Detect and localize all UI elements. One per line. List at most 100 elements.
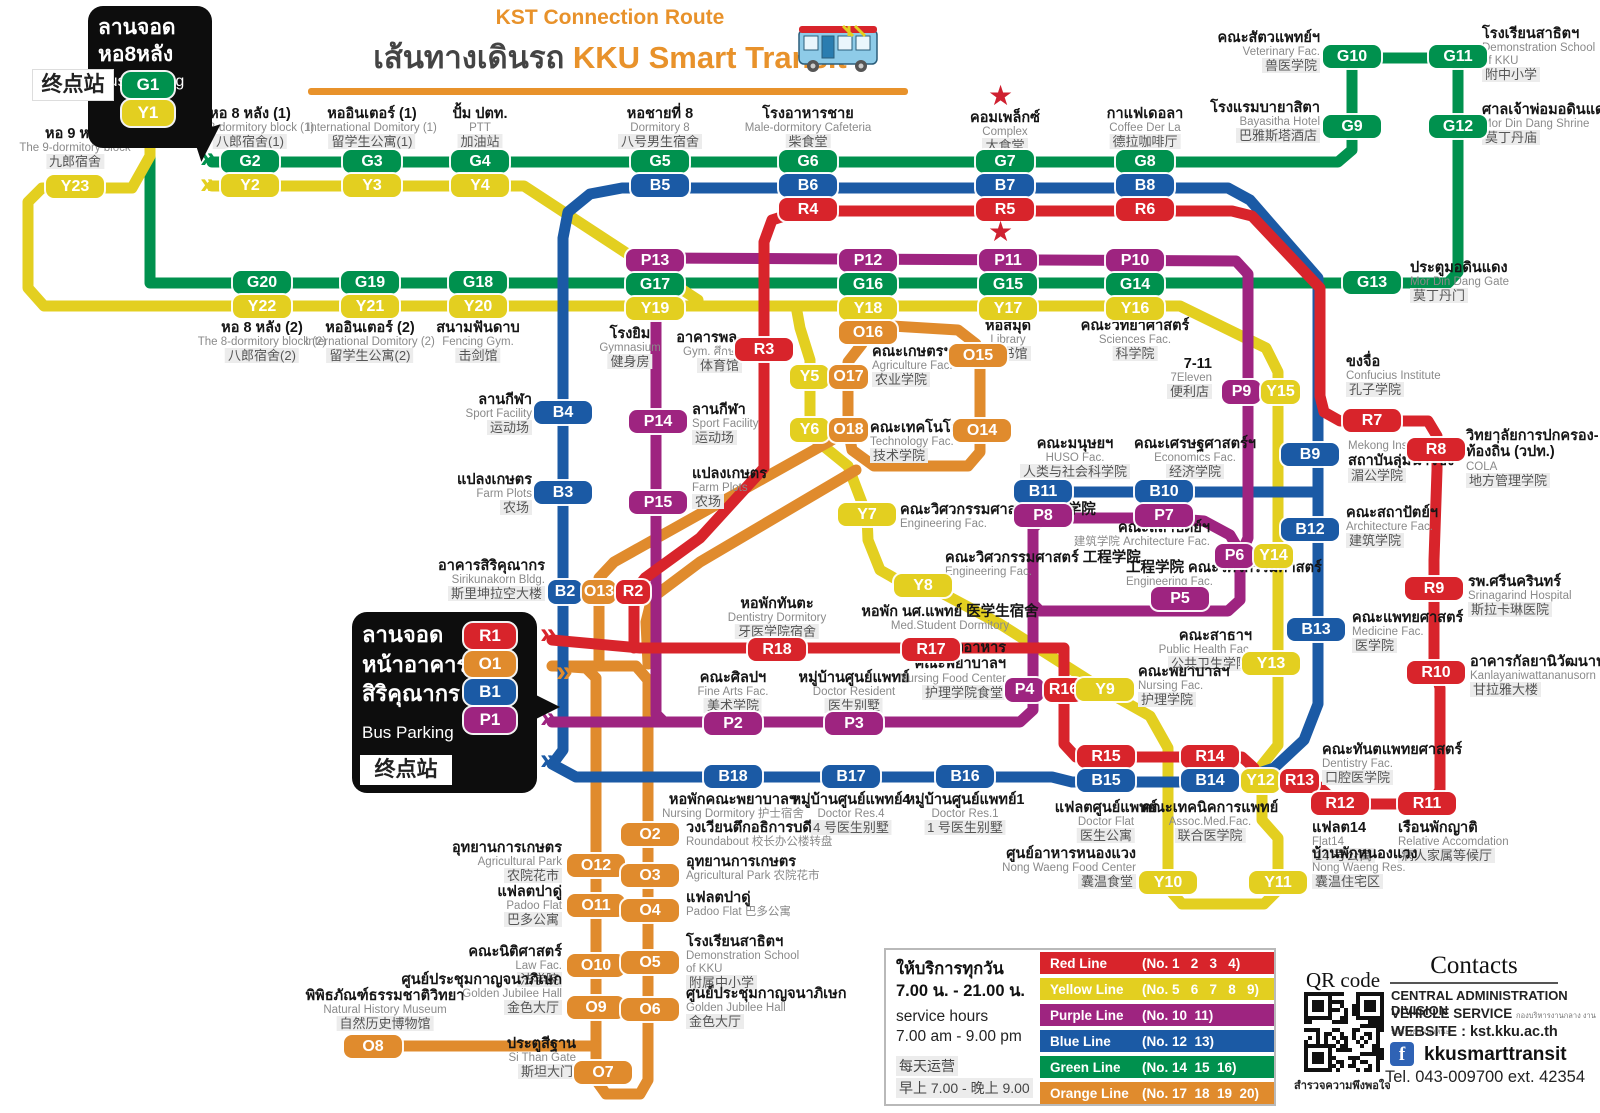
station-badge-r12: R12 bbox=[1311, 792, 1369, 815]
parking2-thai: ลานจอดหน้าอาคารสิริคุณากร bbox=[362, 622, 469, 707]
station-badge-b17: B17 bbox=[822, 765, 880, 788]
station-badge-p10: P10 bbox=[1106, 249, 1164, 272]
station-badge-o18: O18 bbox=[829, 418, 868, 442]
station-label: หอ 8 หลัง (1)The 8-dormitory block (1)八郎… bbox=[185, 106, 315, 150]
station-badge-b6: B6 bbox=[779, 174, 837, 197]
station-badge-g2: G2 bbox=[221, 150, 279, 173]
legend-entry-green: Green Line(No. 14 15 16) bbox=[1040, 1056, 1274, 1078]
parking1-thai: ลานจอดหอ8หลัง bbox=[98, 16, 176, 67]
title-thai: เส้นทางเดินรถ bbox=[373, 40, 573, 75]
station-badge-y5: Y5 bbox=[790, 365, 829, 389]
qr-code bbox=[1304, 992, 1384, 1072]
station-badge-r13: R13 bbox=[1280, 769, 1319, 793]
parking-badge-o1: O1 bbox=[464, 651, 516, 677]
station-badge-r5: R5 bbox=[976, 198, 1034, 221]
station-badge-r9: R9 bbox=[1405, 577, 1463, 600]
station-badge-o6: O6 bbox=[621, 998, 679, 1021]
service-hours-chinese-2: 早上 7.00 - 晚上 9.00 bbox=[896, 1078, 1033, 1098]
station-label: หออินเตอร์ (1)International Domitory (1)… bbox=[307, 106, 437, 150]
station-badge-y17: Y17 bbox=[979, 297, 1037, 320]
station-badge-g3: G3 bbox=[343, 150, 401, 173]
station-label: คณะวิทยาศาสตร์Sciences Fac.科学院 bbox=[1080, 318, 1190, 362]
station-badge-r18: R18 bbox=[748, 638, 806, 661]
station-badge-b5: B5 bbox=[631, 174, 689, 197]
station-label: อาคารกัลยานิวัฒนานุสรณ์Kanlayaniwattanan… bbox=[1470, 654, 1600, 698]
station-badge-y21: Y21 bbox=[341, 295, 399, 318]
station-badge-r7: R7 bbox=[1343, 409, 1401, 432]
station-label: คณะแพทยศาสตร์Medicine Fac.医学院 bbox=[1352, 610, 1464, 654]
station-badge-o3: O3 bbox=[621, 864, 679, 887]
direction-chevron-icon-yellow: » bbox=[200, 167, 217, 200]
station-badge-b16: B16 bbox=[936, 765, 994, 788]
station-badge-r10: R10 bbox=[1407, 661, 1465, 684]
route-orange-line bbox=[546, 660, 654, 1100]
star-icon: ★ bbox=[988, 216, 1014, 247]
station-badge-b15: B15 bbox=[1077, 769, 1135, 792]
service-hours-thai-1: ให้บริการทุกวัน bbox=[896, 960, 1004, 978]
station-badge-y19: Y19 bbox=[626, 297, 684, 320]
station-badge-p14: P14 bbox=[629, 410, 687, 433]
parking2-pointer bbox=[534, 694, 560, 720]
direction-chevron-icon-orange: » bbox=[556, 655, 573, 688]
station-badge-r2: R2 bbox=[616, 580, 650, 604]
station-badge-g8: G8 bbox=[1116, 150, 1174, 173]
station-badge-b10: B10 bbox=[1135, 480, 1193, 503]
legend-entry-blue: Blue Line(No. 12 13) bbox=[1040, 1030, 1274, 1052]
station-badge-o4: O4 bbox=[621, 899, 679, 922]
parking2-chinese: 终点站 bbox=[360, 755, 452, 785]
title-kst: KST Connection Route bbox=[495, 6, 725, 29]
parking-badge-g1: G1 bbox=[122, 72, 174, 98]
route-yellow-line bbox=[22, 134, 1284, 910]
station-badge-r17: R17 bbox=[902, 638, 960, 661]
station-badge-g17: G17 bbox=[626, 273, 684, 296]
bus-icon bbox=[798, 24, 878, 72]
station-badge-y15: Y15 bbox=[1261, 380, 1300, 404]
station-badge-y4: Y4 bbox=[451, 174, 509, 197]
station-badge-p8: P8 bbox=[1014, 504, 1072, 527]
contacts-division: CENTRAL ADMINISTRATION DIVISION bbox=[1391, 988, 1568, 1018]
station-badge-y18: Y18 bbox=[839, 297, 897, 320]
legend: ให้บริการทุกวัน 7.00 น. - 21.00 น. servi… bbox=[884, 948, 1276, 1106]
direction-chevron-icon-red: » bbox=[540, 617, 557, 650]
parking-badge-r1: R1 bbox=[464, 623, 516, 649]
station-badge-g9: G9 bbox=[1323, 115, 1381, 138]
station-badge-r6: R6 bbox=[1116, 198, 1174, 221]
station-badge-y16: Y16 bbox=[1106, 297, 1164, 320]
star-icon: ★ bbox=[988, 80, 1014, 111]
station-badge-b13: B13 bbox=[1287, 618, 1345, 641]
station-label: คณะทันตแพทยศาสตร์Dentistry Fac.口腔医学院 bbox=[1322, 742, 1463, 786]
direction-chevron-icon-blue: » bbox=[540, 743, 557, 776]
station-label: คณะนิติศาสตร์Law Fac.法学院 bbox=[468, 944, 562, 988]
station-badge-y3: Y3 bbox=[343, 174, 401, 197]
station-badge-g15: G15 bbox=[979, 273, 1037, 296]
legend-entry-orange: Orange Line(No. 17 18 19 20) bbox=[1040, 1082, 1274, 1104]
station-badge-o8: O8 bbox=[344, 1035, 402, 1058]
station-badge-r11: R11 bbox=[1398, 792, 1456, 815]
station-label: แฟลตปาดู่Padoo Flat 巴多公寓 bbox=[686, 890, 791, 919]
